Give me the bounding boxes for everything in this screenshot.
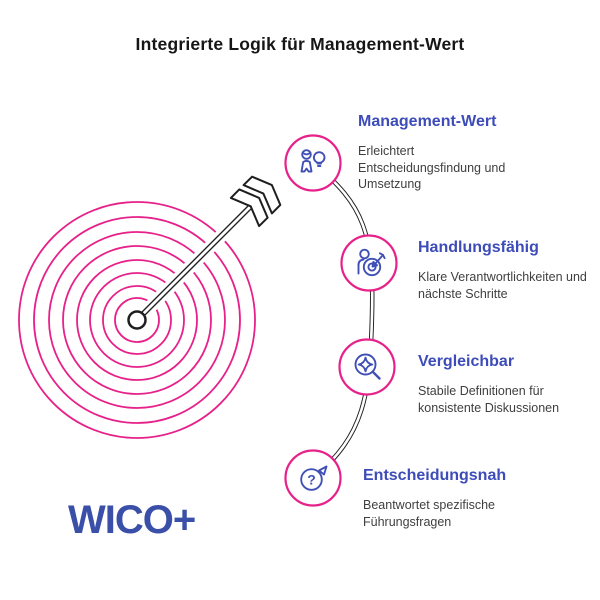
arrow-fletching (229, 188, 269, 228)
node-vergleichbar (338, 338, 396, 396)
magnifier-sparkle-icon (354, 353, 381, 380)
item-description: Klare Verantwortlichkeiten und nächste S… (418, 270, 587, 301)
list-item-management-wert: Management-Wert Erleichtert Entscheidung… (358, 112, 543, 193)
node-handlungsfaehig (340, 234, 398, 292)
arrow-fletching (242, 175, 282, 215)
item-description: Beantwortet spezifische Führungsfragen (363, 498, 496, 529)
item-heading: Entscheidungsnah (363, 467, 507, 484)
list-item-handlungsfaehig: Handlungsfähig Klare Verantwortlichkeite… (418, 238, 600, 302)
connector-line (311, 161, 375, 480)
arrow-icon (127, 175, 282, 330)
list-item-entscheidungsnah: Entscheidungsnah Beantwortet spezifische… (363, 466, 548, 530)
item-heading: Vergleichbar (418, 353, 515, 370)
arrow-impact-point (127, 310, 147, 330)
page-title: Integrierte Logik für Management-Wert (135, 34, 465, 54)
question-mark-glyph: ? (307, 472, 316, 488)
list-item-vergleichbar: Vergleichbar Stabile Definitionen für ko… (418, 352, 600, 416)
node-management-wert (284, 134, 342, 192)
item-heading: Handlungsfähig (418, 239, 539, 256)
people-idea-icon (300, 149, 326, 173)
question-pointer-icon: ? (300, 465, 328, 491)
bullseye-target-icon (18, 201, 256, 439)
item-heading: Management-Wert (358, 113, 497, 130)
item-description: Stabile Definitionen für konsistente Dis… (418, 384, 560, 415)
person-target-icon (357, 248, 386, 277)
node-entscheidungsnah: ? (284, 449, 342, 507)
item-description: Erleichtert Entscheidungsfindung und Ums… (358, 144, 506, 191)
wico-logo: WICO+ (68, 498, 196, 542)
